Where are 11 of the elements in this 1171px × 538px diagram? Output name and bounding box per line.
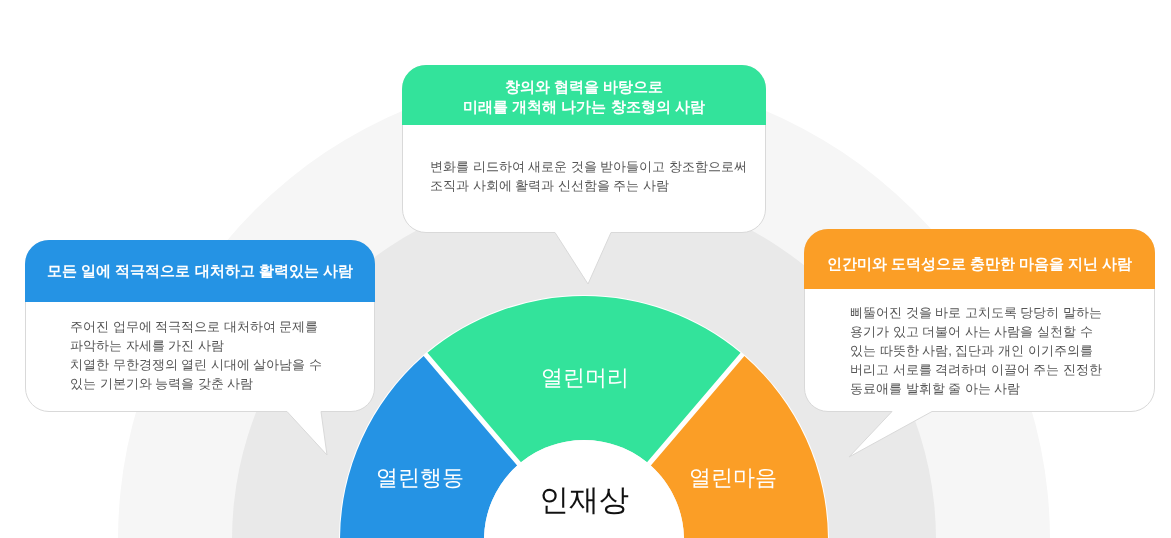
sector-label: 열린마음: [689, 464, 777, 492]
callout-heading: 모든 일에 적극적으로 대처하고 활력있는 사람: [25, 240, 375, 302]
sector-label: 열린행동: [376, 464, 464, 492]
callout-text: 치열한 무한경쟁의 열린 시대에 살아남을 수 있는 기본기와 능력을 갖춘 사람: [70, 355, 324, 393]
callout-heading: 인간미와 도덕성으로 충만한 마음을 지닌 사람: [804, 229, 1155, 289]
center-label: 인재상: [539, 482, 629, 518]
callout-heading: 창의와 협력을 바탕으로 미래를 개척해 나가는 창조형의 사람: [402, 65, 766, 125]
sector-label: 열린머리: [541, 364, 629, 392]
callout-text: 삐뚤어진 것을 바로 고치도록 당당히 말하는 용기가 있고 더불어 사는 사람을 실천할 수 있는 따뜻한 사람, 집단과 개인 이기주의를 버리고 서로를 격려하며 이끌어 주는 진정한 동료애를 발휘할 줄 아는 사람: [850, 303, 1104, 398]
callout-text: 주어진 업무에 적극적으로 대처하여 문제를 파악하는 자세를 가진 사람: [70, 317, 320, 355]
callout-text: 변화를 리드하여 새로운 것을 받아들이고 창조함으로써 조직과 사회에 활력과 신선함을 주는 사람: [430, 157, 749, 195]
